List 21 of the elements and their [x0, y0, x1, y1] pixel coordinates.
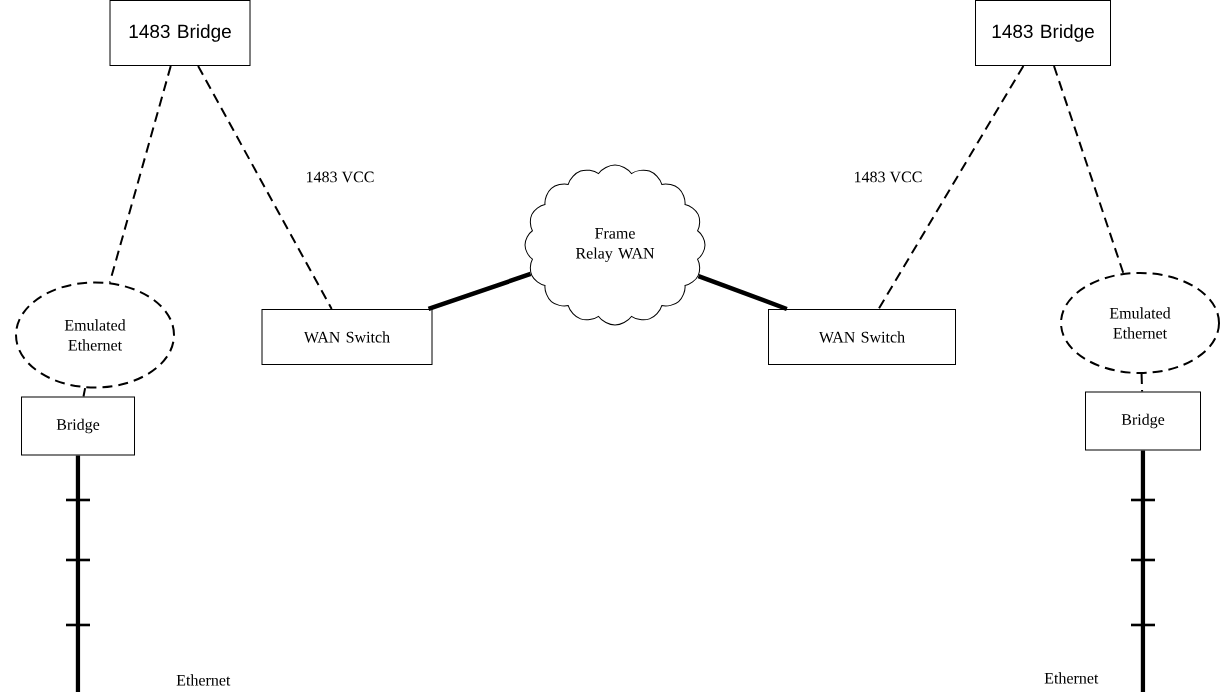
connector-line: [197, 65, 333, 310]
network-cloud: Frame Relay WAN: [524, 164, 706, 326]
device-box: WAN Switch: [261, 309, 433, 365]
edge-label: 1483 VCC: [306, 171, 374, 183]
connector-line: [1140, 450, 1146, 692]
segment-label: Ethernet: [176, 674, 231, 686]
segment-label: Ethernet: [1044, 672, 1099, 684]
device-box: 1483 Bridge: [975, 0, 1111, 66]
connector-line: [1140, 372, 1144, 393]
device-box: Bridge: [21, 396, 135, 456]
connector-line: [1053, 65, 1125, 275]
connector-line: [108, 65, 172, 284]
edge-label: 1483 VCC: [854, 171, 922, 183]
device-box: 1483 Bridge: [109, 0, 251, 66]
device-box: WAN Switch: [768, 309, 956, 365]
device-box: Bridge: [1085, 391, 1201, 451]
connector-line: [427, 271, 532, 312]
connector-line: [75, 455, 81, 692]
connector-line: [82, 387, 87, 398]
connector-line: [877, 65, 1025, 310]
connector-line: [697, 273, 788, 312]
